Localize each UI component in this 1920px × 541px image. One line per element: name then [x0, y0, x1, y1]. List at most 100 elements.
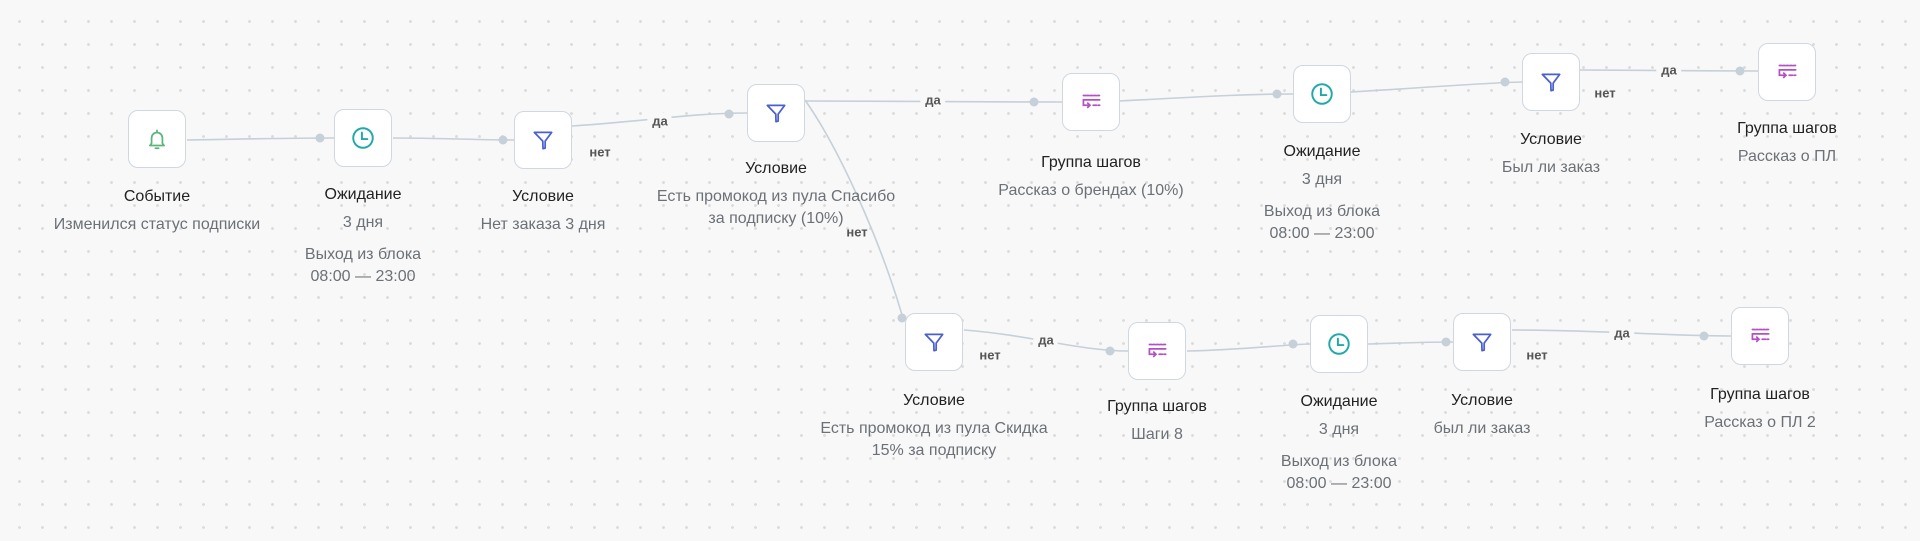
- edge-label-no: нет: [1526, 347, 1548, 363]
- connection-dot: [1288, 339, 1298, 349]
- node-exit-window: Выход из блока: [1280, 453, 1398, 470]
- node-cond5[interactable]: [1453, 313, 1511, 371]
- node-exit-window: 08:00 — 23:00: [1269, 225, 1375, 242]
- node-cond2[interactable]: [747, 84, 805, 142]
- node-cond1[interactable]: [514, 111, 572, 169]
- edge-label-yes: да: [1609, 324, 1635, 342]
- connection-dot: [1105, 346, 1115, 356]
- funnel-icon: [530, 127, 556, 153]
- node-description: 3 дня: [1301, 171, 1343, 188]
- edge-label-no: нет: [589, 144, 611, 160]
- node-title: Ожидание: [1300, 393, 1378, 410]
- node-description: Был ли заказ: [1501, 159, 1601, 176]
- node-title: Группа шагов: [1710, 386, 1810, 403]
- connection-dot: [1699, 331, 1709, 341]
- node-exit-window: Выход из блока: [304, 246, 422, 263]
- bell-icon: [144, 126, 170, 152]
- node-description: Рассказ о ПЛ: [1737, 148, 1837, 165]
- node-wait3[interactable]: [1310, 315, 1368, 373]
- edge-label-yes: да: [920, 91, 946, 109]
- node-description: Есть промокод из пула Спасибо: [656, 188, 896, 205]
- funnel-icon: [921, 329, 947, 355]
- node-exit-window: 08:00 — 23:00: [1286, 475, 1392, 492]
- edge-wait3-cond5: [1367, 341, 1454, 345]
- funnel-icon: [763, 100, 789, 126]
- node-group3[interactable]: [1128, 322, 1186, 380]
- edge-cond2-cond4: [804, 99, 904, 319]
- edge-wait2-cond3: [1350, 81, 1523, 93]
- node-group4[interactable]: [1731, 307, 1789, 365]
- clock-icon: [1326, 331, 1352, 357]
- node-title: Группа шагов: [1107, 398, 1207, 415]
- node-wait2[interactable]: [1293, 65, 1351, 123]
- node-description: Рассказ о брендах (10%): [998, 182, 1184, 199]
- edge-label-yes: да: [1033, 331, 1059, 349]
- edge-label-yes: да: [1656, 61, 1682, 79]
- connection-dot: [1029, 97, 1039, 107]
- node-exit-window: Выход из блока: [1263, 203, 1381, 220]
- node-wait1[interactable]: [334, 109, 392, 167]
- node-description: Изменился статус подписки: [53, 216, 261, 233]
- connection-dot: [1735, 66, 1745, 76]
- node-title: Ожидание: [1283, 143, 1361, 160]
- edge-label-no: нет: [979, 347, 1001, 363]
- node-group1[interactable]: [1062, 73, 1120, 131]
- node-exit-window: 08:00 — 23:00: [310, 268, 416, 285]
- connection-dot: [897, 313, 907, 323]
- node-title: Условие: [903, 392, 965, 409]
- node-description: Шаги 8: [1131, 426, 1183, 443]
- connection-dot: [1272, 89, 1282, 99]
- node-title: Условие: [745, 160, 807, 177]
- funnel-icon: [1469, 329, 1495, 355]
- node-description: 3 дня: [342, 214, 384, 231]
- clock-icon: [350, 125, 376, 151]
- node-title: Условие: [1451, 392, 1513, 409]
- edge-label-no: нет: [1594, 85, 1616, 101]
- step-group-icon: [1747, 323, 1773, 349]
- node-description: 3 дня: [1318, 421, 1360, 438]
- edge-group3-wait3: [1186, 343, 1311, 352]
- node-title: Условие: [512, 188, 574, 205]
- step-group-icon: [1774, 59, 1800, 85]
- funnel-icon: [1538, 69, 1564, 95]
- node-description: Есть промокод из пула Скидка: [820, 420, 1048, 437]
- edge-wait1-cond1: [392, 137, 515, 141]
- node-title: Группа шагов: [1737, 120, 1837, 137]
- node-group2[interactable]: [1758, 43, 1816, 101]
- node-description: Нет заказа 3 дня: [480, 216, 606, 233]
- node-cond3[interactable]: [1522, 53, 1580, 111]
- edge-event-wait1: [186, 137, 335, 141]
- node-cond4[interactable]: [905, 313, 963, 371]
- node-description: Рассказ о ПЛ 2: [1704, 414, 1816, 431]
- node-description: 15% за подписку: [871, 442, 997, 459]
- edge-label-yes: да: [647, 112, 673, 130]
- connection-dot: [724, 109, 734, 119]
- node-description: за подписку (10%): [708, 210, 844, 227]
- connection-dot: [498, 135, 508, 145]
- connection-dot: [1500, 77, 1510, 87]
- edge-label-no: нет: [846, 224, 868, 240]
- node-title: Условие: [1520, 131, 1582, 148]
- step-group-icon: [1144, 338, 1170, 364]
- edge-group1-wait2: [1118, 93, 1294, 102]
- clock-icon: [1309, 81, 1335, 107]
- connection-dot: [315, 133, 325, 143]
- node-event[interactable]: [128, 110, 186, 168]
- step-group-icon: [1078, 89, 1104, 115]
- connection-dot: [1441, 337, 1451, 347]
- node-title: Событие: [123, 188, 191, 205]
